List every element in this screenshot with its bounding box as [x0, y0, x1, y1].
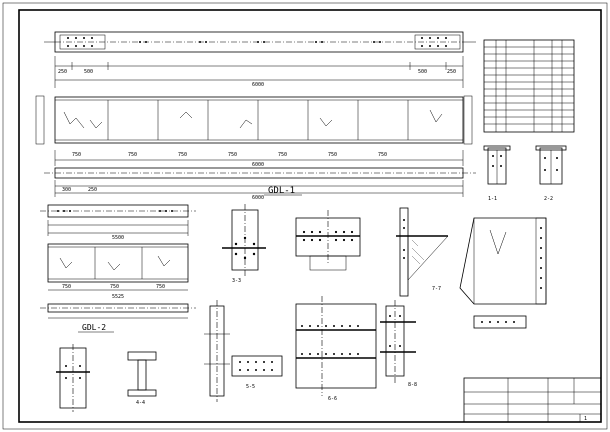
small-column-left	[56, 344, 90, 412]
label-section-3-3: 3-3	[232, 278, 241, 284]
dim-top-total: 6000	[252, 82, 264, 88]
title-gdl-2: GDL-2	[82, 323, 106, 332]
label-section-8-8: 8-8	[408, 382, 417, 388]
column-detail-b	[204, 300, 230, 402]
dim-mid-seg-3: 750	[178, 152, 187, 158]
section-2-2: 2-2	[535, 145, 567, 202]
gdl2-bottom-plan	[40, 303, 196, 319]
right-lower-column: 8-8	[380, 300, 417, 388]
dim-gdl2-seg-1: 750	[62, 284, 71, 290]
sheet-number: 1	[584, 416, 587, 422]
bottom-beam-plan: 300 250 6000	[44, 167, 476, 201]
dim-bot-seg-a: 300	[62, 187, 71, 193]
dim-top-left-seg: 250	[58, 69, 67, 75]
right-elevation	[459, 217, 547, 329]
dim-top-left-seg2: 500	[84, 69, 93, 75]
gdl2-top-plan: 5500	[40, 204, 196, 241]
dim-mid-seg-4: 750	[228, 152, 237, 158]
dim-gdl2-seg-3: 750	[156, 284, 165, 290]
dim-gdl2-seg-2: 750	[110, 284, 119, 290]
label-section-4-4: 4-4	[136, 400, 145, 406]
inner-border	[18, 9, 602, 423]
gdl2-elevation: 750 750 750 5525	[47, 243, 189, 300]
dim-mid-total: 6000	[252, 162, 264, 168]
dim-bot-total: 6000	[252, 195, 264, 201]
center-beam-connection	[295, 210, 361, 271]
middle-beam-elevation: 750 750 750 750 750 750 750 6000	[35, 95, 473, 168]
plate-detail: 5-5	[231, 355, 283, 390]
material-table	[483, 39, 575, 133]
dim-top-right-seg: 500	[418, 69, 427, 75]
section-4-4: 4-4	[127, 351, 157, 406]
column-detail-a: 3-3	[222, 204, 266, 284]
title-block: 1	[463, 377, 602, 423]
bracket-detail: 7-7	[396, 207, 449, 297]
label-section-5-5: 5-5	[246, 384, 255, 390]
dim-mid-seg-6: 750	[328, 152, 337, 158]
dim-gdl2-total: 5500	[112, 235, 124, 241]
dim-mid-seg-1: 750	[72, 152, 81, 158]
title-gdl-1: GDL-1	[268, 186, 295, 196]
label-section-1-1: 1-1	[488, 196, 497, 202]
lower-beam-connection: 6-6	[295, 296, 377, 402]
dim-mid-seg-2: 750	[128, 152, 137, 158]
dim-bot-seg-b: 250	[88, 187, 97, 193]
dim-mid-seg-5: 750	[278, 152, 287, 158]
top-beam-plan: 250 500 500 250 6000	[44, 31, 476, 88]
dim-top-right-seg2: 250	[447, 69, 456, 75]
dim-gdl2-total2: 5525	[112, 294, 124, 300]
label-section-2-2: 2-2	[544, 196, 553, 202]
section-1-1: 1-1	[483, 145, 511, 202]
label-section-6-6: 6-6	[328, 396, 337, 402]
label-section-7-7: 7-7	[432, 286, 441, 292]
dim-mid-seg-7: 750	[378, 152, 387, 158]
